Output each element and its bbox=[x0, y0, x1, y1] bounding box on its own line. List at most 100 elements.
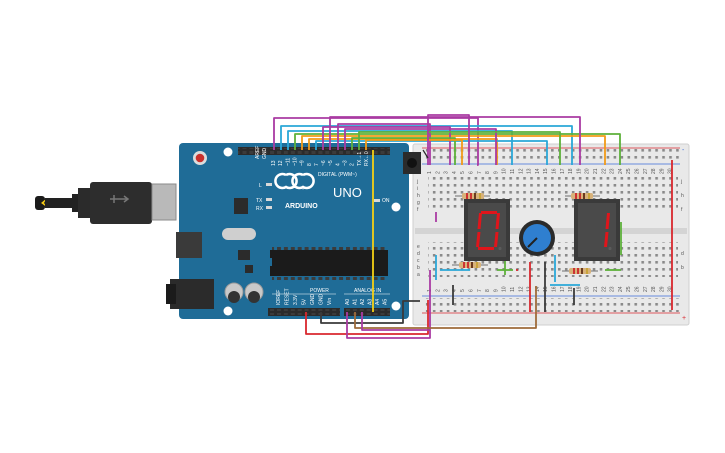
column-number: 15 bbox=[543, 168, 549, 174]
column-number: 26 bbox=[635, 286, 641, 292]
column-number: 18 bbox=[568, 168, 574, 174]
analog-header-holes bbox=[344, 309, 390, 315]
digital-header-label: DIGITAL (PWM~) bbox=[318, 172, 357, 178]
resistor-band bbox=[463, 262, 465, 268]
resistor-band bbox=[470, 193, 472, 199]
wire-purple[interactable] bbox=[337, 123, 431, 165]
column-number: 12 bbox=[518, 168, 524, 174]
potentiometer[interactable] bbox=[519, 220, 555, 256]
display-digit-right bbox=[604, 213, 612, 251]
digital-pin-label: 4 bbox=[335, 163, 341, 166]
column-number: 3 bbox=[444, 289, 450, 292]
reset-button[interactable] bbox=[195, 153, 205, 163]
digital-pin-label: ~3 bbox=[343, 160, 349, 166]
digital-pin-label: 7 bbox=[314, 163, 320, 166]
voltage-regulator bbox=[176, 232, 202, 258]
wire-blue[interactable] bbox=[280, 125, 573, 165]
segment-b bbox=[605, 213, 610, 229]
wire-purple[interactable] bbox=[361, 312, 430, 331]
row-letter: j bbox=[680, 179, 682, 185]
column-number: 6 bbox=[469, 171, 475, 174]
column-number: 20 bbox=[585, 168, 591, 174]
column-number: 14 bbox=[535, 168, 541, 174]
seven-segment-display-right[interactable] bbox=[574, 199, 620, 261]
analog-pin-label: A0 bbox=[345, 299, 351, 305]
column-number: 27 bbox=[643, 168, 649, 174]
wire-orange[interactable] bbox=[301, 135, 606, 165]
capacitor-top bbox=[228, 291, 240, 303]
power-pin-label: GND bbox=[310, 294, 316, 306]
resistor-band bbox=[476, 262, 478, 268]
column-number: 29 bbox=[659, 286, 665, 292]
wire-orange[interactable] bbox=[308, 138, 498, 165]
power-pin-label: IOREF bbox=[276, 290, 282, 305]
wire-blue[interactable] bbox=[287, 130, 513, 165]
wire-purple[interactable] bbox=[273, 117, 479, 166]
resistor-band bbox=[583, 193, 585, 199]
column-number: 17 bbox=[560, 168, 566, 174]
column-number: 5 bbox=[460, 289, 466, 292]
wire-purple[interactable] bbox=[344, 128, 497, 165]
wire-black[interactable] bbox=[320, 300, 420, 324]
wire-orange[interactable] bbox=[365, 139, 463, 165]
column-number: 30 bbox=[668, 286, 674, 292]
segment-d bbox=[478, 247, 494, 250]
led-on bbox=[374, 199, 380, 202]
power-pin-label: RESET bbox=[285, 288, 291, 305]
column-number: 26 bbox=[635, 168, 641, 174]
wire-red[interactable] bbox=[305, 300, 429, 335]
usb-cable-wire bbox=[45, 198, 75, 208]
resistor-band bbox=[579, 193, 581, 199]
resistor[interactable] bbox=[452, 262, 488, 268]
column-number: 10 bbox=[502, 286, 508, 292]
wire-green[interactable] bbox=[351, 137, 456, 165]
wire-purple[interactable] bbox=[322, 126, 451, 165]
usb-plug-body bbox=[90, 182, 152, 224]
row-letter: j bbox=[416, 179, 418, 185]
resistor-band bbox=[573, 268, 575, 274]
resistor[interactable] bbox=[455, 193, 490, 199]
usb-cable[interactable] bbox=[35, 182, 177, 224]
row-letter: c bbox=[417, 258, 420, 264]
power-rail-top[interactable] bbox=[422, 149, 680, 163]
row-letter: d bbox=[681, 251, 684, 257]
row-letter: g bbox=[417, 200, 420, 206]
column-number: 14 bbox=[535, 286, 541, 292]
plus-label: + bbox=[682, 315, 686, 322]
wire-purple[interactable] bbox=[427, 114, 470, 165]
wire-purple[interactable] bbox=[329, 116, 581, 165]
arduino-logo-plus: + bbox=[301, 185, 305, 192]
components[interactable] bbox=[403, 149, 620, 274]
wire-green[interactable] bbox=[294, 133, 621, 165]
seven-segment-display-left[interactable] bbox=[464, 199, 510, 261]
column-number: 7 bbox=[477, 171, 483, 174]
minus-label: - bbox=[682, 147, 685, 154]
segment-a bbox=[481, 211, 497, 214]
column-number: 2 bbox=[435, 289, 441, 292]
usb-cable-ferrule bbox=[78, 188, 90, 218]
resistor-band bbox=[575, 193, 577, 199]
resistor[interactable] bbox=[565, 193, 600, 199]
row-letter: h bbox=[417, 193, 420, 199]
column-number: 15 bbox=[543, 286, 549, 292]
row-letter: f bbox=[681, 207, 683, 213]
column-number: 2 bbox=[435, 171, 441, 174]
led-label-l: L bbox=[259, 183, 262, 189]
wire-green[interactable] bbox=[358, 131, 561, 165]
wire-purple[interactable] bbox=[346, 270, 431, 339]
column-number: 21 bbox=[593, 168, 599, 174]
column-number: 21 bbox=[593, 286, 599, 292]
wire-blue[interactable] bbox=[315, 140, 548, 165]
resistor[interactable] bbox=[562, 268, 598, 274]
power-rail-bottom[interactable] bbox=[422, 298, 680, 312]
column-number: 8 bbox=[485, 289, 491, 292]
column-number: 22 bbox=[601, 168, 607, 174]
wires[interactable] bbox=[273, 114, 673, 339]
pushbutton-cap[interactable] bbox=[407, 158, 417, 168]
wire-brown[interactable] bbox=[354, 286, 537, 329]
column-number: 16 bbox=[552, 286, 558, 292]
